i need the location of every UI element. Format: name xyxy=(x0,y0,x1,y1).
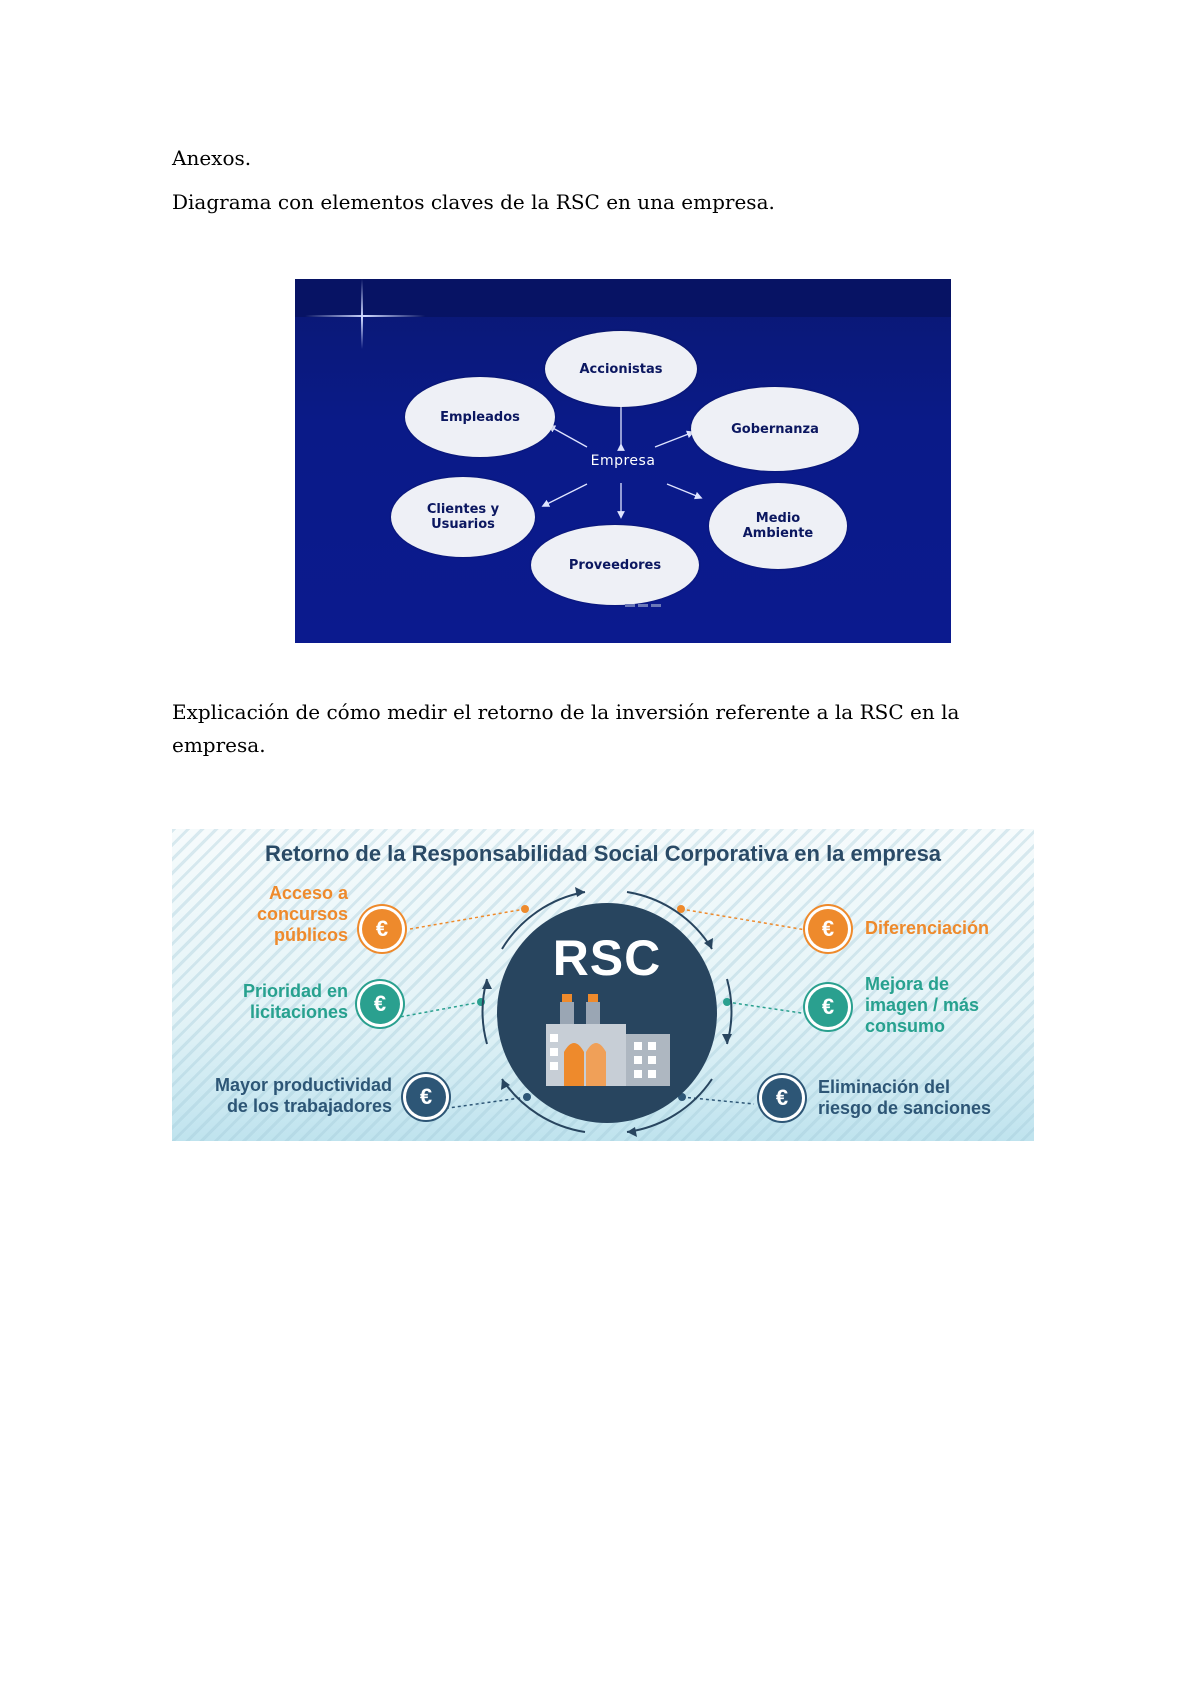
annex-heading: Anexos. xyxy=(172,146,252,170)
euro-coin-icon: € xyxy=(360,984,400,1024)
euro-coin-icon: € xyxy=(762,1078,802,1118)
right-item-1: Diferenciación xyxy=(865,918,990,938)
right-item-2: Mejora de imagen / más consumo xyxy=(865,974,980,1036)
figure1-caption: Diagrama con elementos claves de la RSC … xyxy=(172,190,775,214)
node-medio-ambiente: Medio Ambiente xyxy=(709,483,847,569)
sparkle-decoration xyxy=(305,315,425,317)
left-item-1: Acceso a concursos públicos xyxy=(256,883,348,945)
node-gobernanza: Gobernanza xyxy=(691,387,859,471)
euro-coin-icon: € xyxy=(808,987,848,1027)
rsc-center-circle xyxy=(497,903,717,1123)
diagram-top-band xyxy=(295,279,951,317)
rsc-stakeholder-diagram: Accionistas Empleados Gobernanza Cliente… xyxy=(295,279,951,643)
infographic-title: Retorno de la Responsabilidad Social Cor… xyxy=(264,841,942,866)
rsc-center-label: RSC xyxy=(552,930,662,986)
euro-coin-icon: € xyxy=(808,909,848,949)
rsc-return-infographic: Retorno de la Responsabilidad Social Cor… xyxy=(172,829,1034,1141)
watermark-marks xyxy=(625,604,685,607)
arrow-medio xyxy=(666,483,703,500)
left-item-2: Prioridad en licitaciones xyxy=(242,981,348,1022)
arrow-empleados xyxy=(547,425,588,448)
node-accionistas: Accionistas xyxy=(545,331,697,407)
right-item-3: Eliminación del riesgo de sanciones xyxy=(818,1077,992,1118)
node-empresa: Empresa xyxy=(590,453,656,469)
node-empleados: Empleados xyxy=(405,377,555,457)
sparkle-decoration-vertical xyxy=(361,279,363,349)
infographic-connectors xyxy=(388,887,809,1137)
euro-coin-icon: € xyxy=(406,1077,446,1117)
arrow-clientes xyxy=(541,483,588,507)
figure2-caption: Explicación de cómo medir el retorno de … xyxy=(172,700,960,757)
left-item-3: Mayor productividad de los trabajadores xyxy=(214,1075,392,1116)
arrow-gobernanza xyxy=(654,430,695,448)
node-clientes: Clientes y Usuarios xyxy=(391,477,535,557)
euro-coin-icon: € xyxy=(362,909,402,949)
factory-icon xyxy=(546,994,670,1086)
node-proveedores: Proveedores xyxy=(531,525,699,605)
